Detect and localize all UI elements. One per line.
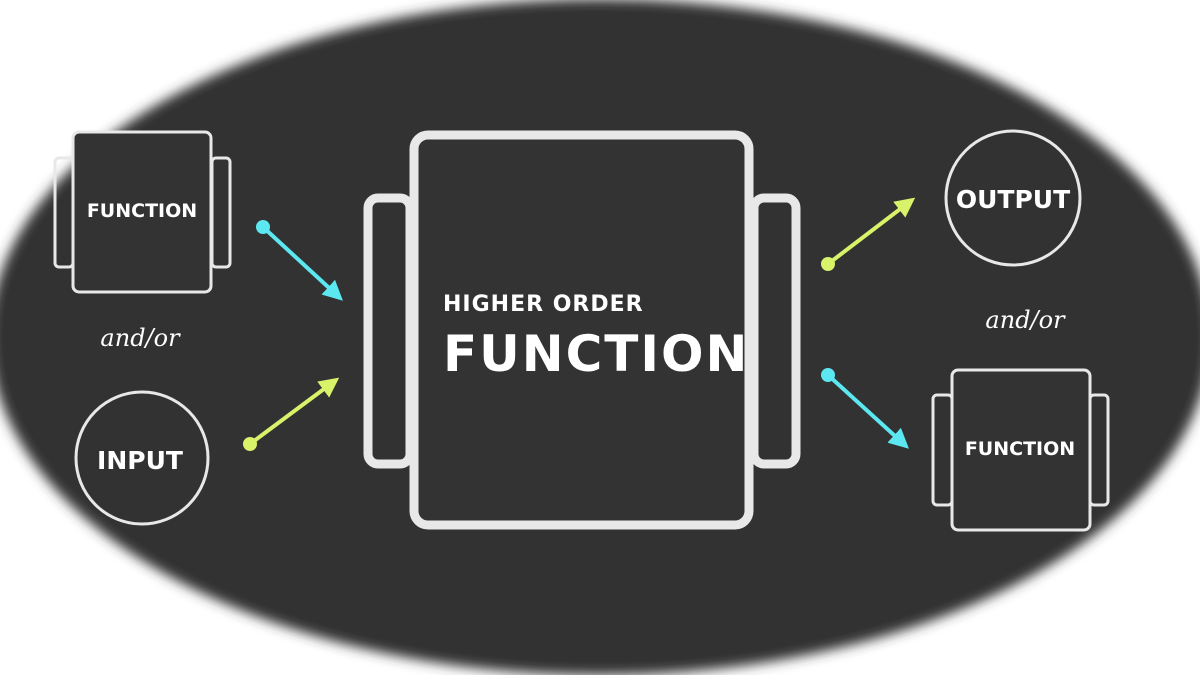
left-connector-text: and/or [100, 324, 181, 352]
cyan-arrow-out [821, 368, 909, 449]
higher-order-function-box [363, 130, 801, 530]
lime-arrow-in [243, 377, 340, 451]
hof-subtitle: HIGHER ORDER [443, 292, 644, 317]
right-function-box [931, 368, 1110, 532]
right-connector-text: and/or [985, 306, 1066, 334]
hof-title: FUNCTION [443, 325, 749, 383]
lime-arrow-out [821, 197, 916, 271]
left-function-label: FUNCTION [87, 200, 197, 222]
cyan-arrow-in [256, 220, 343, 301]
input-circle [74, 390, 210, 526]
output-circle [944, 129, 1082, 267]
right-function-label: FUNCTION [965, 438, 1075, 460]
output-label: OUTPUT [956, 185, 1070, 214]
input-label: INPUT [97, 446, 183, 475]
left-function-box [53, 130, 232, 294]
